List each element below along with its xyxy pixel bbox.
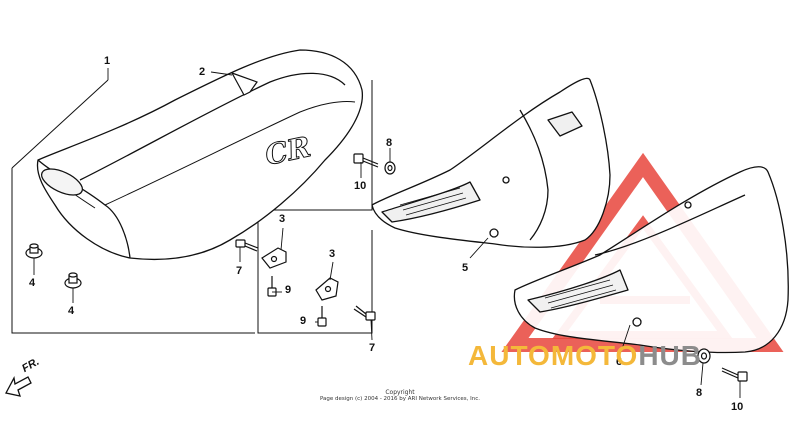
copyright-notice: Page design (c) 2004 - 2016 by ARI Netwo… (319, 396, 481, 402)
seat-bracket-upper[interactable] (261, 247, 287, 269)
callout-6: 6 (616, 356, 623, 368)
leader-lines (33, 68, 741, 398)
callout-7-lower: 7 (369, 342, 376, 354)
callout-3-upper: 3 (279, 213, 286, 225)
screw-9-upper[interactable] (267, 276, 277, 297)
seat-bracket-lower[interactable] (315, 277, 339, 301)
bolt-10-upper[interactable] (353, 153, 379, 168)
copyright-heading: Copyright (385, 389, 415, 396)
callout-9-lower: 9 (300, 315, 307, 327)
side-cover-left[interactable] (371, 77, 611, 248)
grommet-left[interactable] (25, 243, 43, 259)
washer-8-upper[interactable] (384, 161, 396, 175)
callout-8-lower: 8 (696, 387, 703, 399)
callout-7-upper: 7 (236, 265, 243, 277)
callout-2: 2 (199, 66, 206, 78)
callout-5: 5 (462, 262, 469, 274)
bolt-7-lower[interactable] (353, 305, 376, 321)
front-direction-arrow-icon (5, 376, 32, 397)
seat-group-bracket (11, 79, 373, 334)
callout-4-left: 4 (29, 277, 36, 289)
side-cover-right[interactable] (513, 166, 789, 354)
seat[interactable]: CR (36, 49, 364, 261)
bolt-7-upper[interactable] (235, 239, 259, 252)
grommet-right[interactable] (64, 272, 82, 289)
seat-strap[interactable] (230, 71, 258, 96)
callout-3-lower: 3 (329, 248, 336, 260)
washer-8-lower[interactable] (697, 348, 711, 364)
watermark-text-part1: AUTOMOTO (468, 340, 639, 371)
callout-9-upper: 9 (285, 284, 292, 296)
callout-1: 1 (104, 55, 111, 67)
watermark-text: AUTOMOTOHUB (468, 342, 702, 370)
callout-4-right: 4 (68, 305, 75, 317)
screw-9-lower[interactable] (317, 306, 327, 327)
bolt-10-lower[interactable] (721, 367, 748, 382)
callout-8-upper: 8 (386, 137, 393, 149)
callout-10-lower: 10 (731, 401, 744, 413)
watermark-text-part2: HUB (638, 340, 702, 371)
callout-10-upper: 10 (354, 180, 367, 192)
